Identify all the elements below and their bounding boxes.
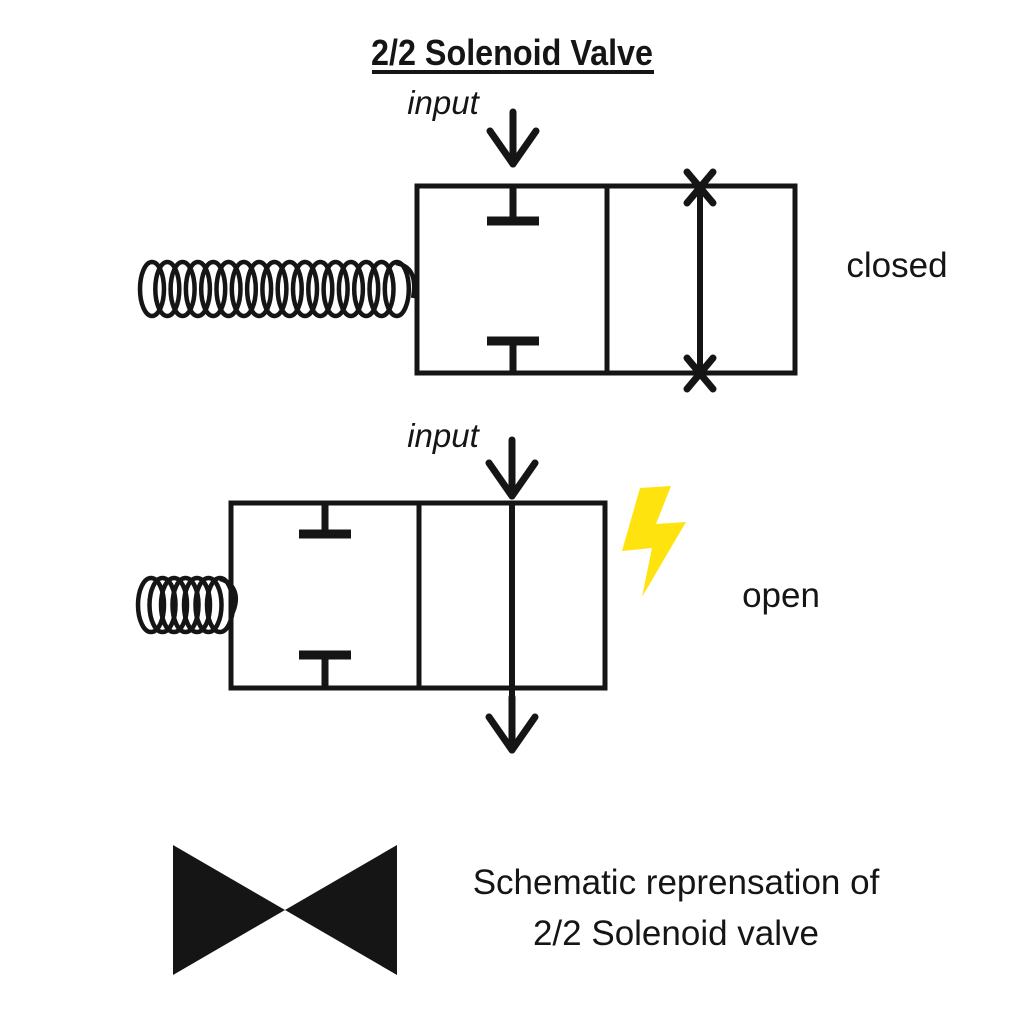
- open-input-arrow-icon: [485, 436, 539, 500]
- closed-input-label: input: [407, 84, 480, 121]
- open-spring-icon: [135, 575, 236, 635]
- closed-spring-icon: [137, 259, 412, 319]
- open-state-label: open: [742, 576, 820, 615]
- closed-blocked-port-bottom: [487, 336, 539, 373]
- closed-state-label: closed: [846, 246, 947, 285]
- open-blocked-port-top: [299, 503, 351, 539]
- lightning-bolt-icon: [622, 486, 686, 597]
- bowtie-right-triangle: [285, 845, 397, 975]
- closed-valve-diagram: input closed: [137, 84, 948, 393]
- open-valve-diagram: input open: [135, 417, 820, 754]
- schematic-symbol-section: Schematic reprensation of 2/2 Solenoid v…: [173, 845, 880, 975]
- closed-input-arrow-icon: [486, 108, 540, 168]
- open-spring-hook: [219, 576, 238, 615]
- caption-line-2: 2/2 Solenoid valve: [533, 914, 819, 953]
- caption-line-1: Schematic reprensation of: [473, 863, 880, 902]
- open-output-arrow-icon: [485, 693, 539, 754]
- page-title: 2/2 Solenoid Valve: [371, 32, 653, 73]
- closed-port-x-bottom-icon: [683, 354, 717, 393]
- closed-spring-hook: [395, 260, 417, 299]
- open-blocked-port-bottom: [299, 650, 351, 688]
- closed-blocked-port-top: [487, 186, 539, 226]
- open-input-label: input: [407, 417, 480, 454]
- bowtie-left-triangle: [173, 845, 285, 975]
- valve-bowtie-symbol-icon: [173, 845, 397, 975]
- closed-port-x-top-icon: [683, 168, 717, 207]
